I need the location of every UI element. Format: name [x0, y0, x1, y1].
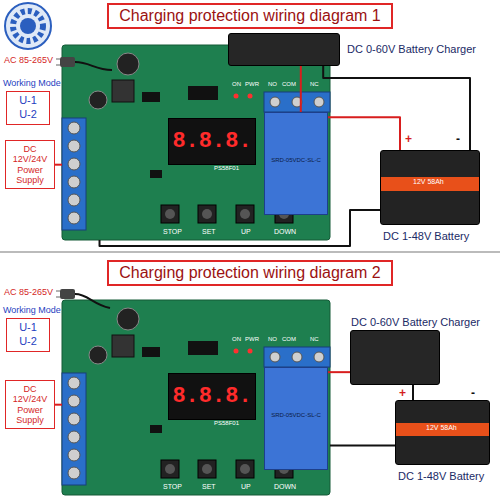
ac-plug-1: [60, 57, 75, 67]
terminal-label: COM: [281, 336, 297, 343]
logo: [20, 18, 36, 34]
working-mode-box-text: U-2: [9, 108, 47, 122]
ac-plug-2: [56, 289, 110, 308]
logo: [5, 3, 51, 49]
battery: DC 1-48V Battery: [380, 150, 480, 225]
button-label: STOP: [162, 483, 183, 491]
power-supply-box: DC 12V/24V Power Supply: [5, 380, 55, 429]
title-box-text: Charging protection wiring diagram 1: [119, 7, 380, 25]
power-supply-box-text: DC 12V/24V Power Supply: [8, 144, 52, 185]
ac-plug-1: [75, 62, 112, 70]
relay-text: SRD-05VDC-SL-C: [265, 412, 327, 418]
wire: [328, 117, 400, 150]
working-mode-box: Working ModeU-1U-2: [6, 91, 50, 125]
ac-plug-2: [75, 294, 110, 308]
pcb-board: 8.8.8. SRD-05VDC-SL-C PS58F01: [62, 300, 330, 495]
panel-divider: [0, 251, 500, 253]
battery-rating: 12V 58Ah: [412, 178, 445, 186]
battery-charger: DC 0-60V Battery Charger: [350, 330, 440, 385]
terminal-label: NO: [267, 81, 278, 88]
terminal-label: COM: [281, 81, 297, 88]
power-supply-box-text: DC 12V/24V Power Supply: [8, 384, 52, 425]
battery-text: DC 1-48V Battery: [383, 230, 469, 242]
working-mode-box-text: U-1: [9, 321, 47, 335]
relay: SRD-05VDC-SL-C: [264, 367, 328, 470]
working-mode-box-text: U-2: [9, 335, 47, 349]
pcb-board-1: [62, 45, 330, 240]
polarity-mark: +: [404, 133, 413, 146]
led-label: PWR: [244, 336, 260, 343]
battery-text: DC 1-48V Battery: [398, 470, 484, 482]
polarity-mark: -: [455, 133, 461, 146]
led-display-text: 8.8.8.: [169, 119, 255, 164]
wire: [300, 66, 302, 112]
battery-charger: DC 0-60V Battery Charger: [228, 33, 340, 66]
pcb-board-text: PS58F01: [214, 165, 239, 172]
terminal-label: NC: [309, 81, 320, 88]
logo: [5, 3, 51, 49]
ac-plug-2: [56, 296, 60, 298]
working-mode-box: Working ModeU-1U-2: [6, 318, 50, 352]
terminal-label: NC: [309, 336, 320, 343]
terminal-label: NO: [267, 336, 278, 343]
working-mode-box-text: Working Mode: [3, 79, 61, 89]
wire: [55, 404, 62, 406]
title-box-text: Charging protection wiring diagram 2: [119, 264, 380, 282]
wire: [330, 445, 395, 447]
led-label: ON: [231, 336, 242, 343]
ac-plug-1: [56, 58, 60, 60]
button-label: UP: [240, 483, 252, 491]
ac-plug-2: [60, 289, 75, 299]
led-display-text: 8.8.8.: [169, 374, 255, 419]
button-label: UP: [240, 228, 252, 236]
relay: SRD-05VDC-SL-C: [264, 112, 328, 215]
button-label: DOWN: [273, 483, 297, 491]
title-box: Charging protection wiring diagram 1: [107, 3, 392, 29]
power-supply-box: DC 12V/24V Power Supply: [5, 140, 55, 189]
logo: [13, 11, 43, 41]
battery-charger-text: DC 0-60V Battery Charger: [351, 316, 480, 328]
polarity-mark: +: [398, 387, 407, 400]
ac-plug-2: [56, 290, 60, 292]
ac-plug-1: [56, 64, 60, 66]
wire: [55, 164, 62, 166]
title-box: Charging protection wiring diagram 2: [107, 260, 392, 286]
ac-plug-1: [56, 57, 112, 70]
button-label: SET: [201, 228, 217, 236]
wire: [100, 210, 380, 246]
battery: DC 1-48V Battery: [395, 400, 490, 465]
wire: [323, 66, 470, 150]
led-display: 8.8.8.: [168, 373, 256, 420]
led-display: 8.8.8.: [168, 118, 256, 165]
relay-text: SRD-05VDC-SL-C: [265, 157, 327, 163]
button-label: STOP: [162, 228, 183, 236]
wire: [328, 371, 350, 373]
pcb-board: 8.8.8. SRD-05VDC-SL-C PS58F01: [62, 45, 330, 240]
battery-charger-text: DC 0-60V Battery Charger: [347, 43, 476, 55]
supply-voltage-label: AC 85-265V: [3, 56, 54, 66]
led-label: PWR: [244, 81, 260, 88]
polarity-mark: -: [470, 387, 476, 400]
working-mode-box-text: Working Mode: [3, 306, 61, 316]
supply-voltage-label: AC 85-265V: [3, 288, 54, 298]
working-mode-box-text: U-1: [9, 94, 47, 108]
pcb-board-text: PS58F01: [214, 420, 239, 427]
button-label: SET: [201, 483, 217, 491]
led-label: ON: [231, 81, 242, 88]
wire: [412, 385, 414, 400]
battery-rating: 12V 58Ah: [425, 424, 458, 432]
pcb-board-2: [62, 300, 330, 495]
button-label: DOWN: [273, 228, 297, 236]
